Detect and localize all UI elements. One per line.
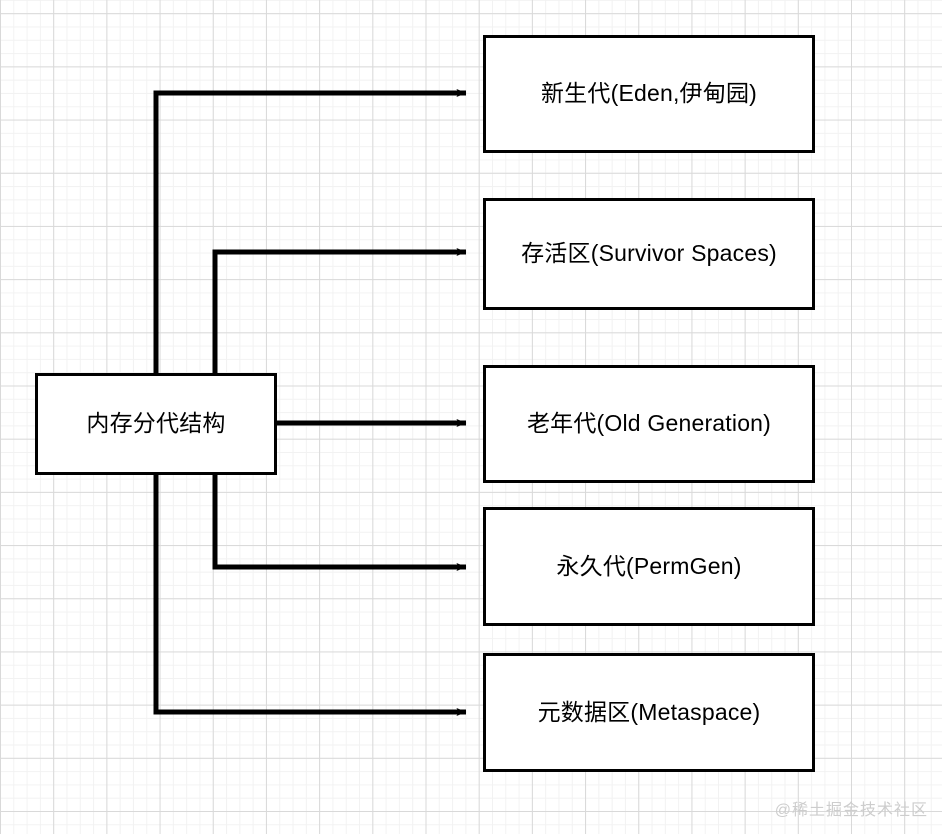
node-metaspace[interactable]: 元数据区(Metaspace): [483, 653, 815, 772]
node-old-label: 老年代(Old Generation): [526, 410, 772, 437]
node-root[interactable]: 内存分代结构: [35, 373, 277, 475]
node-survivor[interactable]: 存活区(Survivor Spaces): [483, 198, 815, 310]
node-metaspace-label: 元数据区(Metaspace): [537, 698, 761, 725]
watermark-text: @稀土掘金技术社区: [774, 802, 928, 819]
node-root-label: 内存分代结构: [86, 410, 226, 437]
node-eden[interactable]: 新生代(Eden,伊甸园): [483, 35, 815, 153]
node-permgen-label: 永久代(PermGen): [556, 552, 742, 579]
node-survivor-label: 存活区(Survivor Spaces): [521, 240, 777, 267]
node-old[interactable]: 老年代(Old Generation): [483, 365, 815, 483]
node-eden-label: 新生代(Eden,伊甸园): [540, 80, 758, 107]
node-permgen[interactable]: 永久代(PermGen): [483, 507, 815, 626]
edge-root-to-metaspace: [153, 474, 467, 716]
edge-root-to-permgen: [212, 474, 467, 571]
